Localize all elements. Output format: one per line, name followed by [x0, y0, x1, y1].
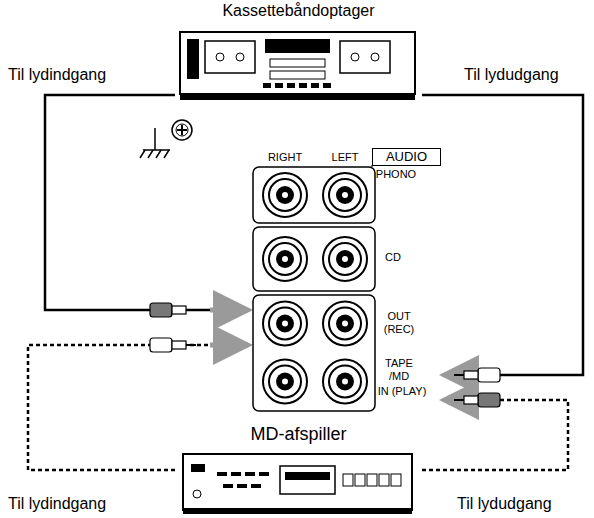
- jack-label: OUT (REC): [376, 310, 422, 336]
- section-title: AUDIO: [373, 149, 440, 165]
- cable-line: [45, 95, 250, 310]
- jack-panel-drawing: [250, 145, 442, 417]
- jack-label: CD: [378, 251, 408, 264]
- cable-line: [28, 345, 250, 470]
- jack-label: PHONO: [374, 168, 418, 181]
- cable-connector: [45, 95, 250, 310]
- jack-label: LEFT: [322, 151, 368, 164]
- md-player: MD-afspiller: [175, 424, 422, 518]
- device-title: MD-afspiller: [175, 424, 422, 445]
- insertion-arrow: [210, 343, 248, 348]
- rca-plug: [454, 368, 500, 407]
- rca-plug: [150, 303, 196, 352]
- jack-label: IN (PLAY): [376, 385, 428, 398]
- cable-line: [422, 400, 568, 470]
- device-title: Kassettebåndoptager: [175, 2, 422, 20]
- cassette-deck-drawing: [175, 27, 420, 107]
- cable-line: [422, 95, 583, 375]
- cassette-deck: Kassettebåndoptager: [175, 2, 422, 107]
- cable-connector: [422, 400, 568, 470]
- cable-label: Til lydudgang: [455, 495, 554, 513]
- cable-connector: [422, 95, 583, 375]
- ground-symbol: [140, 128, 170, 158]
- ground-screw: [172, 120, 192, 140]
- cable-connector: [28, 345, 250, 470]
- insertion-arrow: [210, 308, 248, 313]
- audio-box: AUDIO: [372, 148, 441, 166]
- jack-label: RIGHT: [262, 151, 308, 164]
- audio-panel: RIGHT LEFT PHONO CD OUT (REC) TAPE /MD IN (PLA…: [250, 145, 442, 417]
- md-player-drawing: [175, 450, 420, 516]
- cable-label: Til lydudgang: [462, 66, 561, 84]
- cable-label: Til lydindgang: [6, 66, 108, 84]
- jack-label: TAPE /MD: [376, 357, 422, 383]
- cable-label: Til lydindgang: [6, 495, 108, 513]
